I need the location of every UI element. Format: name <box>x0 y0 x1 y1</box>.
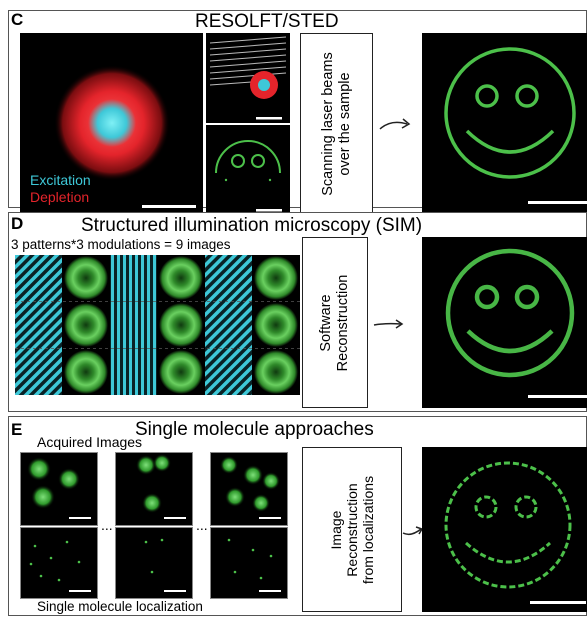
scale-bar <box>142 205 196 208</box>
scan-bottom-scale-bar <box>256 209 282 212</box>
localization-dots <box>144 538 186 592</box>
process-text-software: Software Reconstruction <box>318 274 352 371</box>
acquired-image-2 <box>115 452 193 526</box>
psf-image: Excitation Depletion <box>20 33 203 214</box>
molecules-graphic <box>136 454 186 519</box>
acquired-images-label: Acquired Images <box>37 434 143 450</box>
molecules-graphic <box>220 456 281 519</box>
scan-lines-graphic <box>209 36 287 120</box>
scan-spot-excitation <box>258 79 270 91</box>
panel-d-letter: D <box>11 214 24 233</box>
panel-d: D Structured illumination microscopy (SI… <box>8 212 587 412</box>
panel-e-letter: E <box>11 420 23 439</box>
smiley-graphic <box>444 47 576 179</box>
process-line-2: over the sample <box>336 72 353 176</box>
psf-graphic <box>54 65 170 181</box>
acquired-image-1 <box>20 452 98 526</box>
process-line-1: Image <box>328 510 344 549</box>
sim-pattern-graphic <box>15 255 300 395</box>
arrow-icon <box>373 319 404 329</box>
scan-top-scale-bar <box>256 117 282 120</box>
sim-blob-column-3 <box>252 255 300 395</box>
process-box-localization: Image Reconstruction from localizations <box>302 447 402 612</box>
ellipsis-1: ... <box>101 517 113 533</box>
sim-blob-column-1 <box>62 255 110 395</box>
scale-bar <box>530 601 586 604</box>
panel-d-subtitle: 3 patterns*3 modulations = 9 images <box>11 237 231 252</box>
dotted-smiley-graphic <box>444 461 572 589</box>
process-line-1: Software <box>318 293 334 352</box>
process-line-3: from localizations <box>360 475 376 584</box>
smiley-graphic <box>445 248 575 378</box>
process-line-1: Scanning laser beams <box>319 52 336 196</box>
legend-depletion: Depletion <box>30 189 90 205</box>
panel-e-title: Single molecule approaches <box>135 419 374 440</box>
panel-c-title: RESOLFT/STED <box>195 11 339 32</box>
panel-c: C RESOLFT/STED Excitation Deplet <box>8 10 587 215</box>
panel-e: E Single molecule approaches Acquired Im… <box>8 416 587 616</box>
acquired-image-3 <box>210 452 288 526</box>
process-line-2: Reconstruction <box>335 274 351 371</box>
molecules-graphic <box>27 457 91 519</box>
localization-dots <box>29 540 91 592</box>
legend-excitation: Excitation <box>30 172 91 188</box>
scale-bar <box>528 201 587 204</box>
result-image-d <box>422 237 587 408</box>
localization-dots <box>227 538 281 592</box>
arrow-icon <box>379 118 411 130</box>
localization-image-1 <box>20 527 98 599</box>
scan-image-top <box>206 33 290 123</box>
panel-d-title: Structured illumination microscopy (SIM) <box>81 215 423 236</box>
scan-image-bottom <box>206 125 290 215</box>
partial-smiley-graphic <box>215 140 282 212</box>
sim-blob-column-2 <box>157 255 205 395</box>
process-box-software: Software Reconstruction <box>302 237 368 408</box>
single-molecule-localization-label: Single molecule localization <box>37 599 203 614</box>
process-box-scanning: Scanning laser beams over the sample <box>300 33 373 215</box>
scale-bar <box>528 395 587 398</box>
result-image-e <box>422 447 587 612</box>
excitation-spot <box>88 99 136 147</box>
process-text-scanning: Scanning laser beams over the sample <box>320 52 354 195</box>
ellipsis-2: ... <box>196 517 208 533</box>
sim-pattern-grid <box>15 255 300 395</box>
process-text-localization: Image Reconstruction from localizations <box>328 475 376 583</box>
localization-image-2 <box>115 527 193 599</box>
process-line-2: Reconstruction <box>344 482 360 577</box>
localization-image-3 <box>210 527 288 599</box>
result-image-c <box>422 33 587 215</box>
panel-c-letter: C <box>11 10 24 29</box>
